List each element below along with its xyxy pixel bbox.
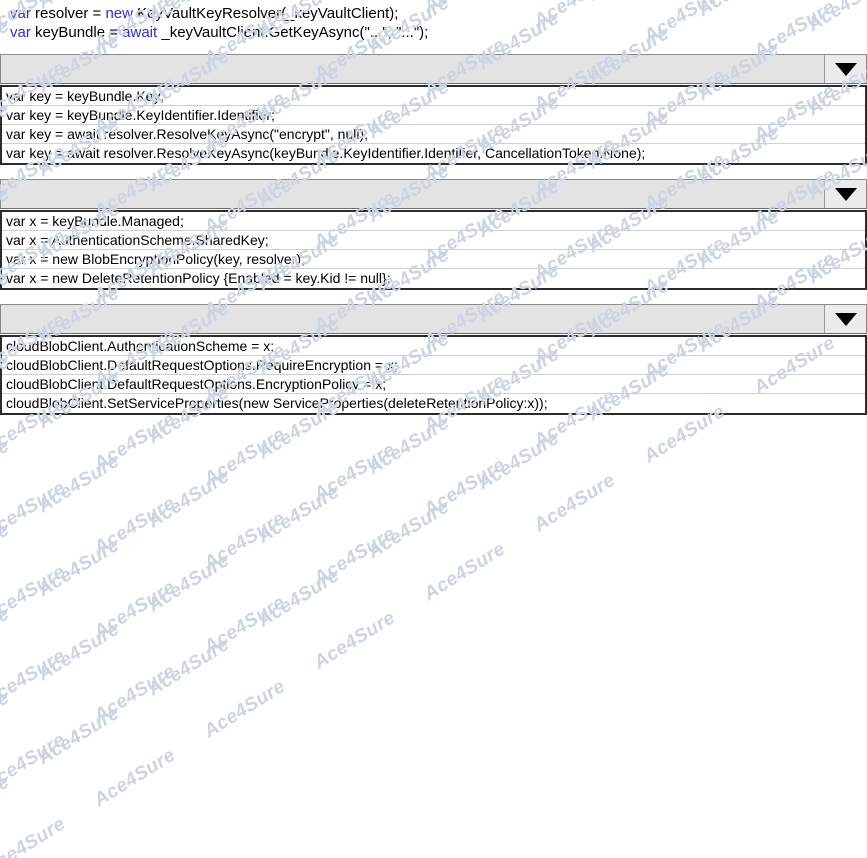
code-text: keyBundle =: [30, 24, 123, 41]
keyword-var: var: [10, 5, 31, 22]
dropdown-2-selected-value[interactable]: [1, 180, 824, 208]
dropdown-3-toggle[interactable]: [824, 305, 866, 333]
dropdown-block-1: var key = keyBundle.Key; var key = keyBu…: [0, 54, 867, 165]
code-text: _keyVaultClient.GetKeyAsync("...", "..."…: [157, 24, 429, 41]
keyword-await: await: [122, 24, 158, 41]
keyword-var: var: [10, 24, 31, 41]
list-item[interactable]: var x = keyBundle.Managed;: [2, 212, 865, 231]
list-item[interactable]: var x = AuthenticationScheme.SharedKey;: [2, 231, 865, 250]
list-item[interactable]: var key = await resolver.ResolveKeyAsync…: [2, 125, 865, 144]
list-item[interactable]: cloudBlobClient.DefaultRequestOptions.En…: [2, 375, 865, 394]
code-text: KeyVaultKeyResolver(_keyVaultClient);: [133, 5, 399, 22]
dropdown-2-toggle[interactable]: [824, 180, 866, 208]
dropdown-3-option-list[interactable]: cloudBlobClient.AuthenticationScheme = x…: [0, 335, 867, 415]
dropdown-2-option-list[interactable]: var x = keyBundle.Managed; var x = Authe…: [0, 210, 867, 290]
spacer: [0, 165, 867, 179]
list-item[interactable]: var key = keyBundle.Key;: [2, 87, 865, 106]
code-snippet-intro: var resolver = new KeyVaultKeyResolver(_…: [0, 0, 867, 48]
list-item[interactable]: cloudBlobClient.DefaultRequestOptions.Re…: [2, 356, 865, 375]
list-item[interactable]: var x = new BlobEncryptionPolicy(key, re…: [2, 250, 865, 269]
list-item[interactable]: var key = keyBundle.KeyIdentifier.Identi…: [2, 106, 865, 125]
list-item[interactable]: cloudBlobClient.SetServiceProperties(new…: [2, 394, 865, 413]
list-item[interactable]: var key = await resolver.ResolveKeyAsync…: [2, 144, 865, 163]
dropdown-1-selected-value[interactable]: [1, 55, 824, 83]
dropdown-3-selected-value[interactable]: [1, 305, 824, 333]
dropdown-1-toggle[interactable]: [824, 55, 866, 83]
code-text: resolver =: [30, 5, 106, 22]
chevron-down-icon: [834, 312, 857, 326]
chevron-down-icon: [834, 187, 857, 201]
code-line-2: var keyBundle = await _keyVaultClient.Ge…: [10, 23, 867, 42]
dropdown-1[interactable]: [0, 54, 867, 84]
list-item[interactable]: var x = new DeleteRetentionPolicy {Enabl…: [2, 269, 865, 288]
keyword-new: new: [105, 5, 133, 22]
dropdown-3[interactable]: [0, 304, 867, 334]
dropdown-2[interactable]: [0, 179, 867, 209]
spacer: [0, 48, 867, 54]
dropdown-block-2: var x = keyBundle.Managed; var x = Authe…: [0, 179, 867, 290]
code-line-1: var resolver = new KeyVaultKeyResolver(_…: [10, 4, 867, 23]
question-page: var resolver = new KeyVaultKeyResolver(_…: [0, 0, 867, 415]
spacer: [0, 290, 867, 304]
list-item[interactable]: cloudBlobClient.AuthenticationScheme = x…: [2, 337, 865, 356]
dropdown-block-3: cloudBlobClient.AuthenticationScheme = x…: [0, 304, 867, 415]
dropdown-1-option-list[interactable]: var key = keyBundle.Key; var key = keyBu…: [0, 85, 867, 165]
chevron-down-icon: [834, 62, 857, 76]
